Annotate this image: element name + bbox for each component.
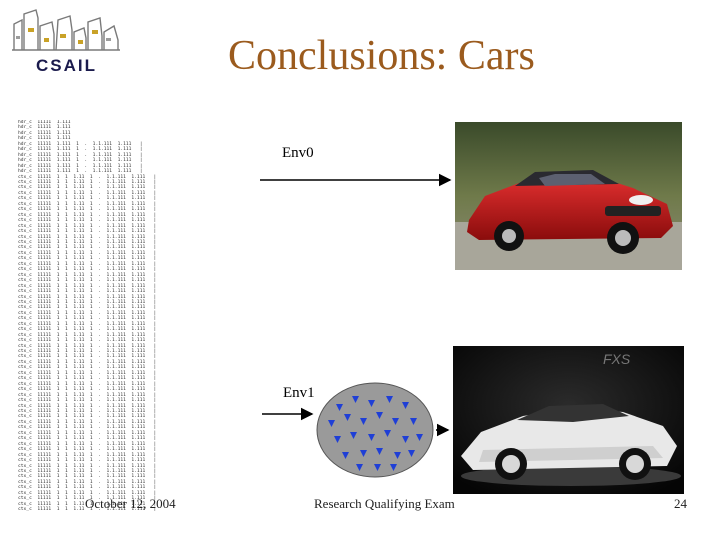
log-line: ctx_c 11111 1 1 1.11 1 . 1.1.111 1.111 | <box>18 463 157 469</box>
log-line: ctx_c 11111 1 1 1.11 1 . 1.1.111 1.111 | <box>18 479 157 485</box>
log-line: ctx_c 11111 1 1 1.11 1 . 1.1.111 1.111 | <box>18 305 157 311</box>
log-line: ctx_c 11111 1 1 1.11 1 . 1.1.111 1.111 | <box>18 343 157 349</box>
log-line: ctx_c 11111 1 1 1.11 1 . 1.1.111 1.111 | <box>18 256 157 262</box>
log-line: ctx_c 11111 1 1 1.11 1 . 1.1.111 1.111 | <box>18 289 157 295</box>
log-line: ctx_c 11111 1 1 1.11 1 . 1.1.111 1.111 | <box>18 409 157 415</box>
footer-event: Research Qualifying Exam <box>314 496 455 511</box>
log-line: hdr_c 11111 1.111 1 . 1.1.111 1.111 | <box>18 163 143 169</box>
log-line: ctx_c 11111 1 1 1.11 1 . 1.1.111 1.111 | <box>18 327 157 333</box>
log-line: ctx_c 11111 1 1 1.11 1 . 1.1.111 1.111 | <box>18 283 157 289</box>
log-line: hdr_c 11111 1.111 1 . 1.1.111 1.111 | <box>18 141 143 147</box>
log-line: hdr_c 11111 1.111 <box>18 136 71 142</box>
log-line: ctx_c 11111 1 1 1.11 1 . 1.1.111 1.111 | <box>18 239 157 245</box>
log-line: ctx_c 11111 1 1 1.11 1 . 1.1.111 1.111 | <box>18 490 157 496</box>
log-line: ctx_c 11111 1 1 1.11 1 . 1.1.111 1.111 | <box>18 229 157 235</box>
log-line: ctx_c 11111 1 1 1.11 1 . 1.1.111 1.111 | <box>18 349 157 355</box>
log-line: ctx_c 11111 1 1 1.11 1 . 1.1.111 1.111 | <box>18 338 157 344</box>
footer-page-number: 24 <box>674 496 687 511</box>
log-line: ctx_c 11111 1 1 1.11 1 . 1.1.111 1.111 | <box>18 469 157 474</box>
log-line: ctx_c 11111 1 1 1.11 1 . 1.1.111 1.111 | <box>18 436 157 442</box>
log-line: ctx_c 11111 1 1 1.11 1 . 1.1.111 1.111 | <box>18 212 157 218</box>
log-line: ctx_c 11111 1 1 1.11 1 . 1.1.111 1.111 | <box>18 447 157 453</box>
log-line: hdr_c 11111 1.111 1 . 1.1.111 1.111 | <box>18 158 143 164</box>
log-line: ctx_c 11111 1 1 1.11 1 . 1.1.111 1.111 | <box>18 174 157 180</box>
log-line: ctx_c 11111 1 1 1.11 1 . 1.1.111 1.111 | <box>18 403 157 409</box>
log-line: ctx_c 11111 1 1 1.11 1 . 1.1.111 1.111 | <box>18 190 157 196</box>
log-line: hdr_c 11111 1.111 1 . 1.1.111 1.111 | <box>18 147 143 153</box>
log-line: ctx_c 11111 1 1 1.11 1 . 1.1.111 1.111 | <box>18 332 157 338</box>
log-line: ctx_c 11111 1 1 1.11 1 . 1.1.111 1.111 | <box>18 218 157 224</box>
log-line: ctx_c 11111 1 1 1.11 1 . 1.1.111 1.111 | <box>18 185 157 191</box>
log-line: ctx_c 11111 1 1 1.11 1 . 1.1.111 1.111 | <box>18 381 157 387</box>
log-line: ctx_c 11111 1 1 1.11 1 . 1.1.111 1.111 | <box>18 452 157 458</box>
log-line: ctx_c 11111 1 1 1.11 1 . 1.1.111 1.111 | <box>18 245 157 251</box>
env1-cluster <box>316 382 434 478</box>
log-line: ctx_c 11111 1 1 1.11 1 . 1.1.111 1.111 | <box>18 179 157 185</box>
log-line: ctx_c 11111 1 1 1.11 1 . 1.1.111 1.111 | <box>18 376 157 382</box>
log-line: hdr_c 11111 1.111 1 . 1.1.111 1.111 | <box>18 169 143 175</box>
log-line: ctx_c 11111 1 1 1.11 1 . 1.1.111 1.111 | <box>18 272 157 278</box>
car-photo-concept: FXS <box>453 346 684 494</box>
log-line: ctx_c 11111 1 1 1.11 1 . 1.1.111 1.111 | <box>18 496 157 502</box>
log-line: ctx_c 11111 1 1 1.11 1 . 1.1.111 1.111 | <box>18 485 157 491</box>
logo-text: CSAIL <box>36 56 97 75</box>
log-line: ctx_c 11111 1 1 1.11 1 . 1.1.111 1.111 | <box>18 196 157 202</box>
log-line: ctx_c 11111 1 1 1.11 1 . 1.1.111 1.111 | <box>18 370 157 376</box>
svg-text:FXS: FXS <box>603 351 631 367</box>
log-line: ctx_c 11111 1 1 1.11 1 . 1.1.111 1.111 | <box>18 419 157 425</box>
log-line: ctx_c 11111 1 1 1.11 1 . 1.1.111 1.111 | <box>18 392 157 398</box>
log-line: hdr_c 11111 1.111 <box>18 130 71 136</box>
log-line: ctx_c 11111 1 1 1.11 1 . 1.1.111 1.111 | <box>18 207 157 213</box>
log-line: hdr_c 11111 1.111 <box>18 125 71 131</box>
log-line: ctx_c 11111 1 1 1.11 1 . 1.1.111 1.111 | <box>18 398 157 404</box>
log-line: ctx_c 11111 1 1 1.11 1 . 1.1.111 1.111 | <box>18 294 157 300</box>
log-line: ctx_c 11111 1 1 1.11 1 . 1.1.111 1.111 | <box>18 474 157 480</box>
log-line: hdr_c 11111 1.111 1 . 1.1.111 1.111 | <box>18 152 143 158</box>
log-line: ctx_c 11111 1 1 1.11 1 . 1.1.111 1.111 | <box>18 458 157 464</box>
log-line: ctx_c 11111 1 1 1.11 1 . 1.1.111 1.111 | <box>18 234 157 240</box>
log-line: ctx_c 11111 1 1 1.11 1 . 1.1.111 1.111 | <box>18 425 157 431</box>
env0-label: Env0 <box>282 145 314 161</box>
log-line: ctx_c 11111 1 1 1.11 1 . 1.1.111 1.111 | <box>18 321 157 327</box>
log-line: ctx_c 11111 1 1 1.11 1 . 1.1.111 1.111 | <box>18 441 157 447</box>
csail-building-icon <box>12 9 120 51</box>
env1-label: Env1 <box>283 385 315 401</box>
log-line: ctx_c 11111 1 1 1.11 1 . 1.1.111 1.111 | <box>18 267 157 273</box>
log-line: ctx_c 11111 1 1 1.11 1 . 1.1.111 1.111 | <box>18 354 157 360</box>
log-line: ctx_c 11111 1 1 1.11 1 . 1.1.111 1.111 | <box>18 387 157 393</box>
log-line: ctx_c 11111 1 1 1.11 1 . 1.1.111 1.111 | <box>18 299 157 305</box>
log-line: ctx_c 11111 1 1 1.11 1 . 1.1.111 1.111 | <box>18 359 157 365</box>
log-line: ctx_c 11111 1 1 1.11 1 . 1.1.111 1.111 | <box>18 414 157 420</box>
car-photo-sedan <box>455 122 682 270</box>
log-line: ctx_c 11111 1 1 1.11 1 . 1.1.111 1.111 | <box>18 316 157 322</box>
log-line: ctx_c 11111 1 1 1.11 1 . 1.1.111 1.111 | <box>18 201 157 207</box>
footer-date: October 12, 2004 <box>85 496 176 511</box>
log-line: ctx_c 11111 1 1 1.11 1 . 1.1.111 1.111 | <box>18 430 157 436</box>
log-line: ctx_c 11111 1 1 1.11 1 . 1.1.111 1.111 | <box>18 278 157 284</box>
log-line: ctx_c 11111 1 1 1.11 1 . 1.1.111 1.111 | <box>18 223 157 229</box>
log-line: ctx_c 11111 1 1 1.11 1 . 1.1.111 1.111 | <box>18 250 157 256</box>
log-line: ctx_c 11111 1 1 1.11 1 . 1.1.111 1.111 | <box>18 365 157 371</box>
log-line: ctx_c 11111 1 1 1.11 1 . 1.1.111 1.111 | <box>18 261 157 267</box>
log-line: ctx_c 11111 1 1 1.11 1 . 1.1.111 1.111 | <box>18 501 157 507</box>
log-line: ctx_c 11111 1 1 1.11 1 . 1.1.111 1.111 | <box>18 310 157 316</box>
slide-title: Conclusions: Cars <box>228 33 535 79</box>
log-line: hdr_c 11111 1.111 <box>18 120 71 125</box>
log-line: ctx_c 11111 1 1 1.11 1 . 1.1.111 1.111 | <box>18 507 157 512</box>
